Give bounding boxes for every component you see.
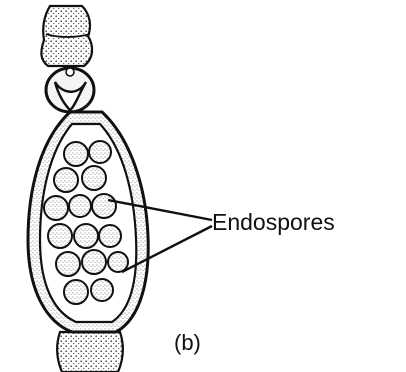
endospore: [91, 279, 113, 301]
endospore: [44, 196, 68, 220]
endospore: [54, 168, 78, 192]
endospore: [56, 252, 80, 276]
heterocyst: [46, 68, 94, 112]
upper-filament-cell: [41, 6, 92, 66]
endospore: [99, 225, 121, 247]
endospore: [89, 141, 111, 163]
endospores-label: Endospores: [212, 209, 335, 235]
endospore: [82, 250, 106, 274]
endospore: [74, 224, 98, 248]
lower-filament-cell: [57, 332, 123, 372]
endospore: [82, 166, 106, 190]
endospore: [108, 252, 128, 272]
endospore: [92, 194, 116, 218]
panel-label: (b): [174, 330, 201, 355]
endospore: [64, 142, 88, 166]
sporangium-wall: [28, 112, 148, 332]
endospore: [64, 280, 88, 304]
endospore: [69, 195, 91, 217]
endospore: [48, 224, 72, 248]
